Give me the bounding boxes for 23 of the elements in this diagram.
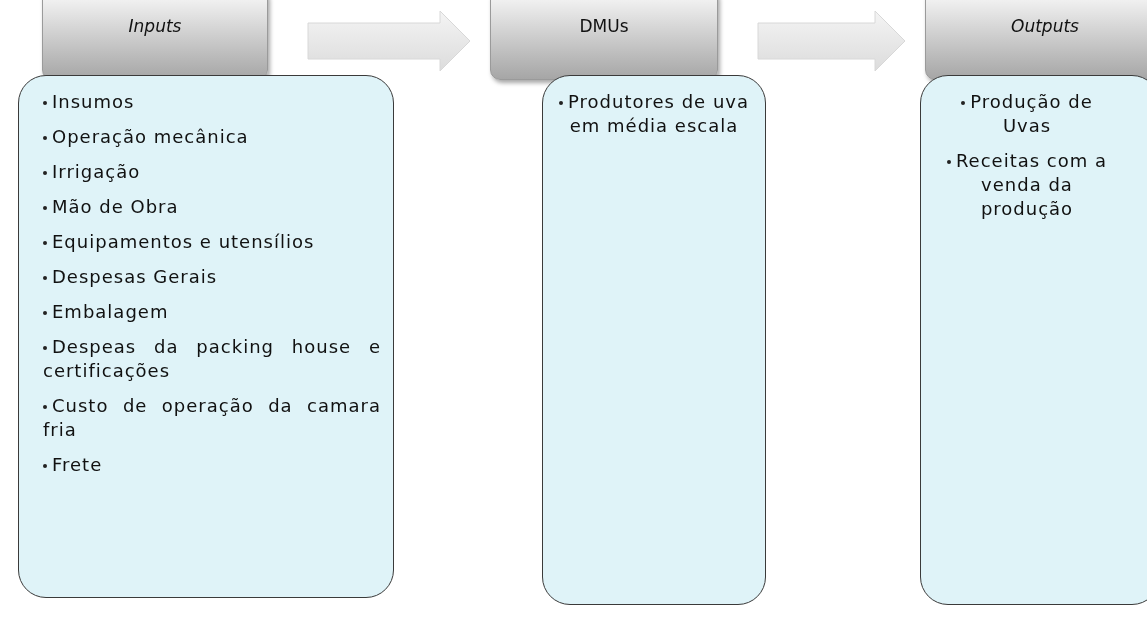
header-label: DMUs — [579, 15, 629, 37]
bullet-item: Custo de operação da camara fria — [43, 394, 381, 442]
bullet-item: Produção de Uvas — [935, 90, 1119, 138]
bullet-item: Frete — [43, 453, 381, 477]
block-arrow — [307, 10, 471, 72]
block-arrow — [757, 10, 906, 72]
bullet-item: Insumos — [43, 90, 381, 114]
header-tab — [490, 0, 718, 80]
bullet-item: Equipamentos e utensílios — [43, 230, 381, 254]
header-label: Outputs — [1011, 15, 1079, 37]
list-box — [920, 75, 1147, 605]
list-box — [18, 75, 394, 598]
bullet-item: Despeas da packing house e certificações — [43, 335, 381, 383]
bullet-item: Despesas Gerais — [43, 265, 381, 289]
bullet-item: Mão de Obra — [43, 195, 381, 219]
list-box — [542, 75, 766, 605]
header-tab — [925, 0, 1147, 80]
bullet-item: Operação mecânica — [43, 125, 381, 149]
header-label: Inputs — [128, 15, 182, 37]
bullet-item: Produtores de uva em média escala — [555, 90, 753, 138]
bullet-item: Receitas com a venda da produção — [935, 149, 1119, 221]
bullet-item: Embalagem — [43, 300, 381, 324]
bullet-item: Irrigação — [43, 160, 381, 184]
